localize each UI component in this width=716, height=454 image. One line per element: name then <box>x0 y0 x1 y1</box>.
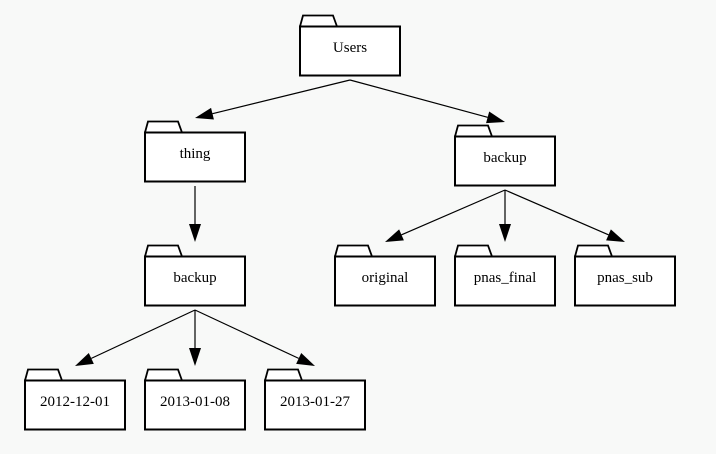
folder-tab <box>144 368 183 381</box>
arrowhead <box>296 352 315 366</box>
folder-icon <box>264 368 366 431</box>
folder-label: original <box>361 270 409 286</box>
arrowhead <box>189 224 201 242</box>
folder-tab <box>264 368 303 381</box>
folder-node-backup-left: backup <box>144 244 246 307</box>
folder-label: 2012-12-01 <box>40 394 110 410</box>
folder-label: 2013-01-08 <box>160 394 230 410</box>
edge-line <box>504 189 609 236</box>
folder-label: Users <box>332 40 368 56</box>
edge-line <box>91 309 196 359</box>
folder-node-2013-01-08: 2013-01-08 <box>144 368 246 431</box>
edge-line <box>401 189 506 236</box>
folder-body <box>454 135 556 187</box>
folder-icon <box>144 368 246 431</box>
folder-icon <box>454 124 556 187</box>
folder-icon <box>334 244 436 307</box>
folder-tab <box>454 124 493 137</box>
folder-body <box>144 379 246 431</box>
folder-tab <box>574 244 613 257</box>
folder-node-2013-01-27: 2013-01-27 <box>264 368 366 431</box>
edge-line <box>349 79 488 118</box>
folder-tab <box>334 244 373 257</box>
folder-label: 2013-01-27 <box>280 394 350 410</box>
arrowhead <box>499 224 511 242</box>
folder-tab <box>299 14 338 27</box>
folder-node-2012-12-01: 2012-12-01 <box>24 368 126 431</box>
folder-tab <box>454 244 493 257</box>
folder-node-thing: thing <box>144 120 246 183</box>
arrowhead <box>606 229 625 242</box>
folder-icon <box>454 244 556 307</box>
folder-body <box>334 255 436 307</box>
folder-body <box>24 379 126 431</box>
edge-line <box>194 309 299 359</box>
folder-body <box>299 25 401 77</box>
folder-body <box>454 255 556 307</box>
folder-node-original: original <box>334 244 436 307</box>
edge-line <box>212 79 351 115</box>
folder-icon <box>299 14 401 77</box>
folder-node-pnas-final: pnas_final <box>454 244 556 307</box>
arrowhead <box>385 229 404 242</box>
folder-label: thing <box>179 146 211 162</box>
arrowhead <box>195 107 214 120</box>
folder-tab <box>24 368 63 381</box>
folder-icon <box>144 120 246 183</box>
folder-node-pnas-sub: pnas_sub <box>574 244 676 307</box>
folder-body <box>264 379 366 431</box>
folder-label: backup <box>173 270 217 286</box>
folder-icon <box>144 244 246 307</box>
arrowhead <box>75 352 94 366</box>
folder-body <box>144 255 246 307</box>
arrowhead <box>189 348 201 366</box>
folder-node-backup-right: backup <box>454 124 556 187</box>
folder-body <box>144 131 246 183</box>
folder-icon <box>574 244 676 307</box>
folder-label: pnas_sub <box>597 270 653 286</box>
arrowhead <box>486 111 505 124</box>
folder-icon <box>24 368 126 431</box>
folder-label: pnas_final <box>473 270 537 286</box>
folder-node-users: Users <box>299 14 401 77</box>
folder-body <box>574 255 676 307</box>
folder-tab <box>144 244 183 257</box>
folder-label: backup <box>483 150 527 166</box>
folder-tab <box>144 120 183 133</box>
